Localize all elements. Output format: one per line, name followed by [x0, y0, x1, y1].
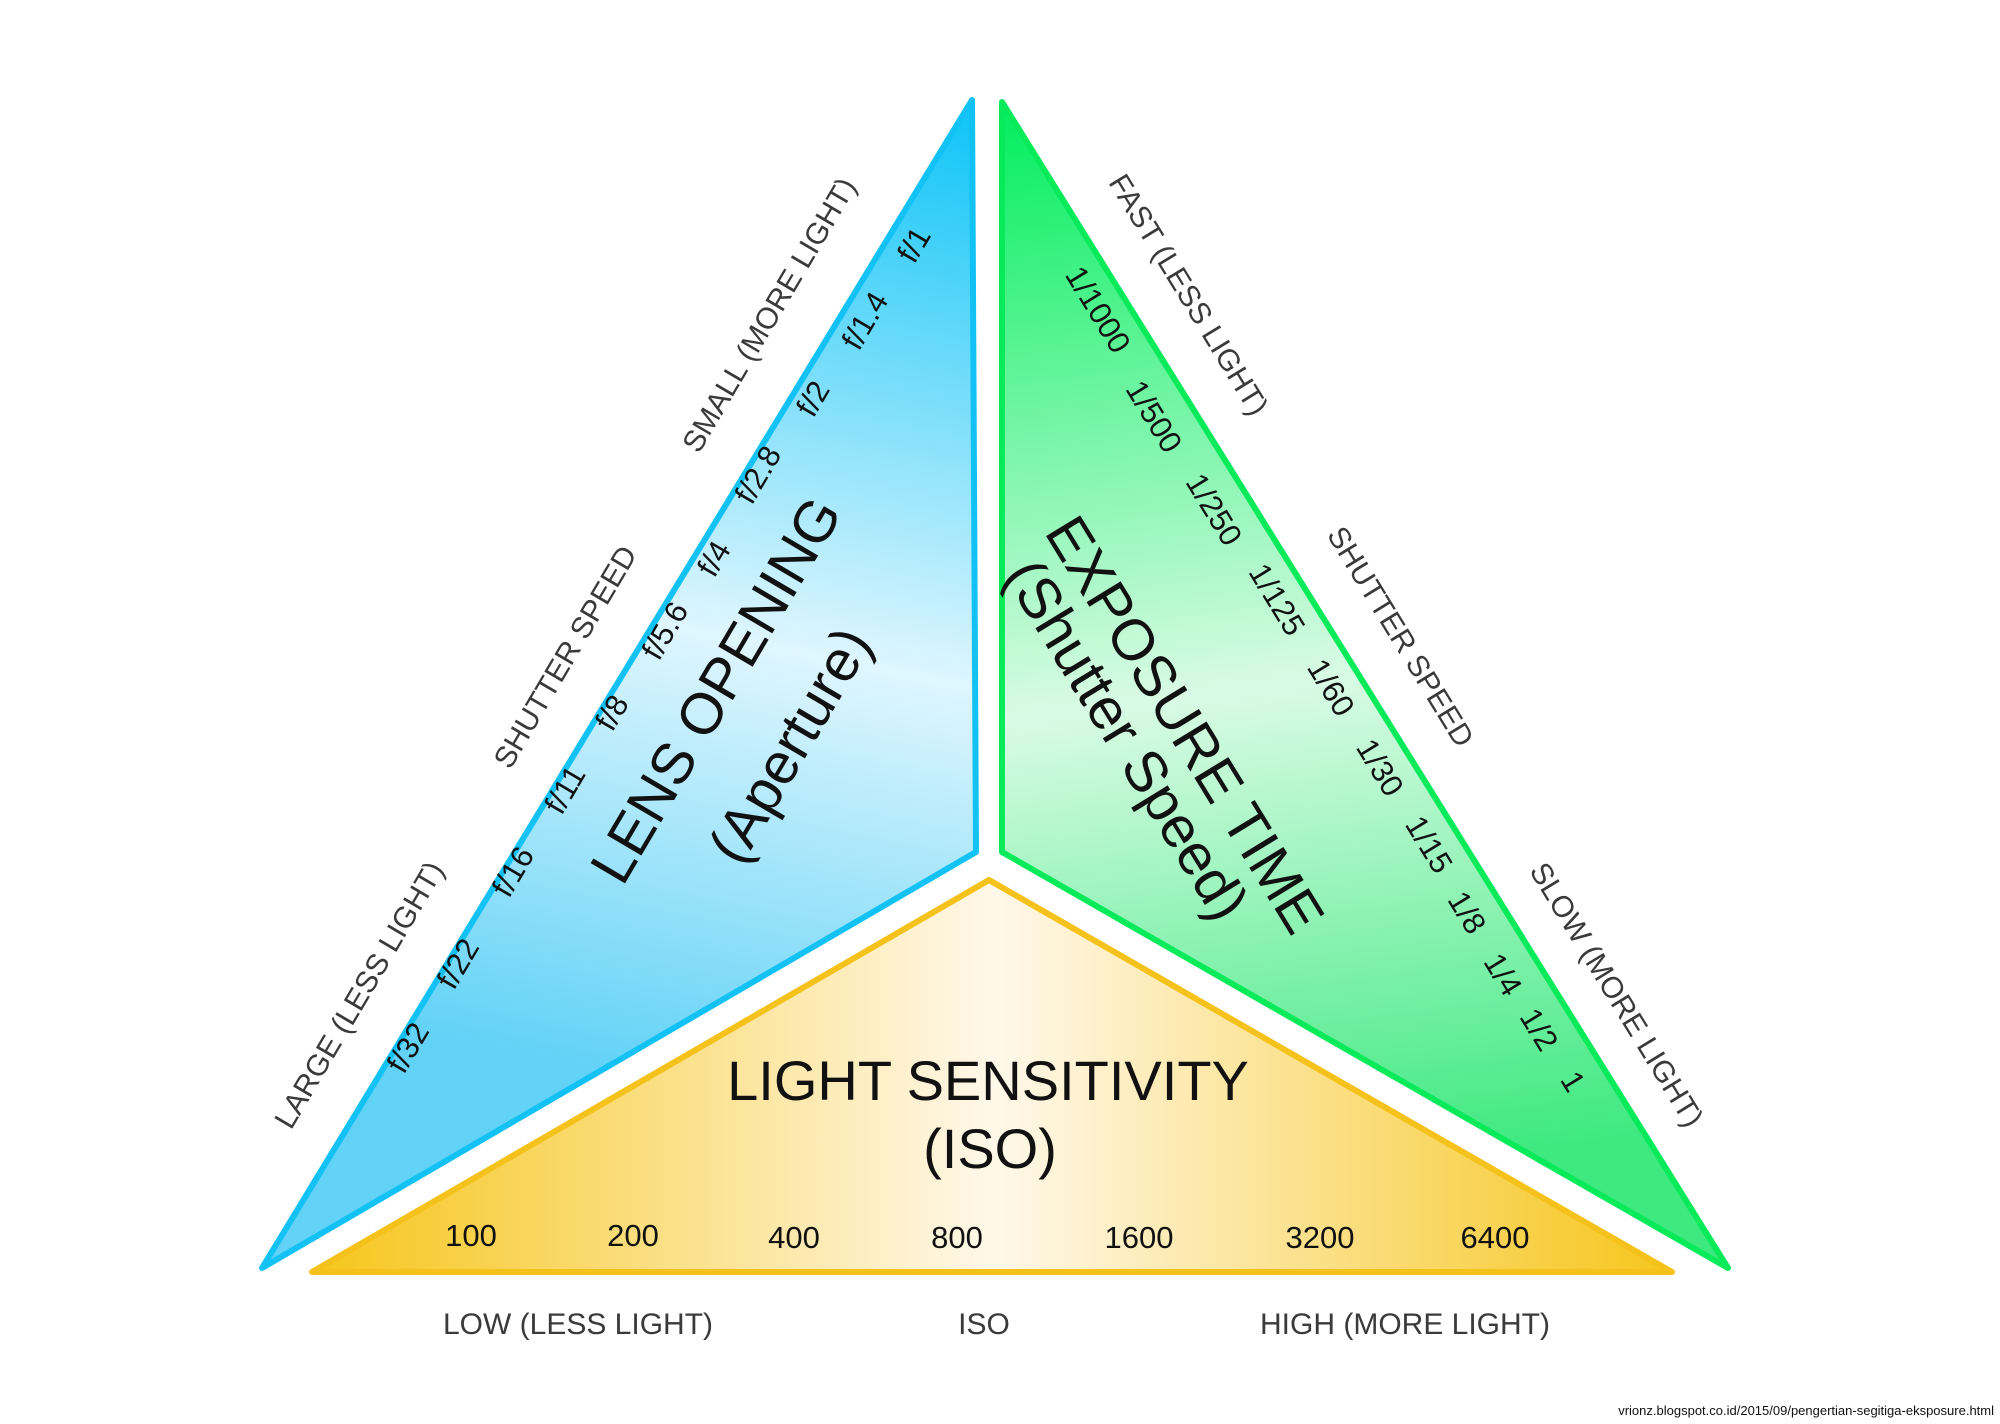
iso-bottom-label-low: LOW (LESS LIGHT)	[443, 1308, 713, 1341]
shutter-panel	[999, 99, 1731, 1271]
iso-value: 200	[607, 1218, 659, 1253]
iso-bottom-label-iso: ISO	[958, 1308, 1010, 1341]
iso-subtitle: (ISO)	[923, 1117, 1057, 1180]
iso-value: 400	[768, 1220, 820, 1255]
iso-value: 6400	[1461, 1220, 1530, 1255]
iso-title: LIGHT SENSITIVITY	[727, 1049, 1249, 1112]
source-url: vrionz.blogspot.co.id/2015/09/pengertian…	[1618, 1403, 1994, 1418]
aperture-panel	[259, 97, 979, 1271]
iso-panel	[309, 877, 1675, 1275]
iso-value: 800	[931, 1220, 983, 1255]
iso-value: 3200	[1286, 1220, 1355, 1255]
iso-bottom-label-high: HIGH (MORE LIGHT)	[1260, 1308, 1550, 1341]
iso-value: 1600	[1105, 1220, 1174, 1255]
iso-value: 100	[445, 1218, 497, 1253]
